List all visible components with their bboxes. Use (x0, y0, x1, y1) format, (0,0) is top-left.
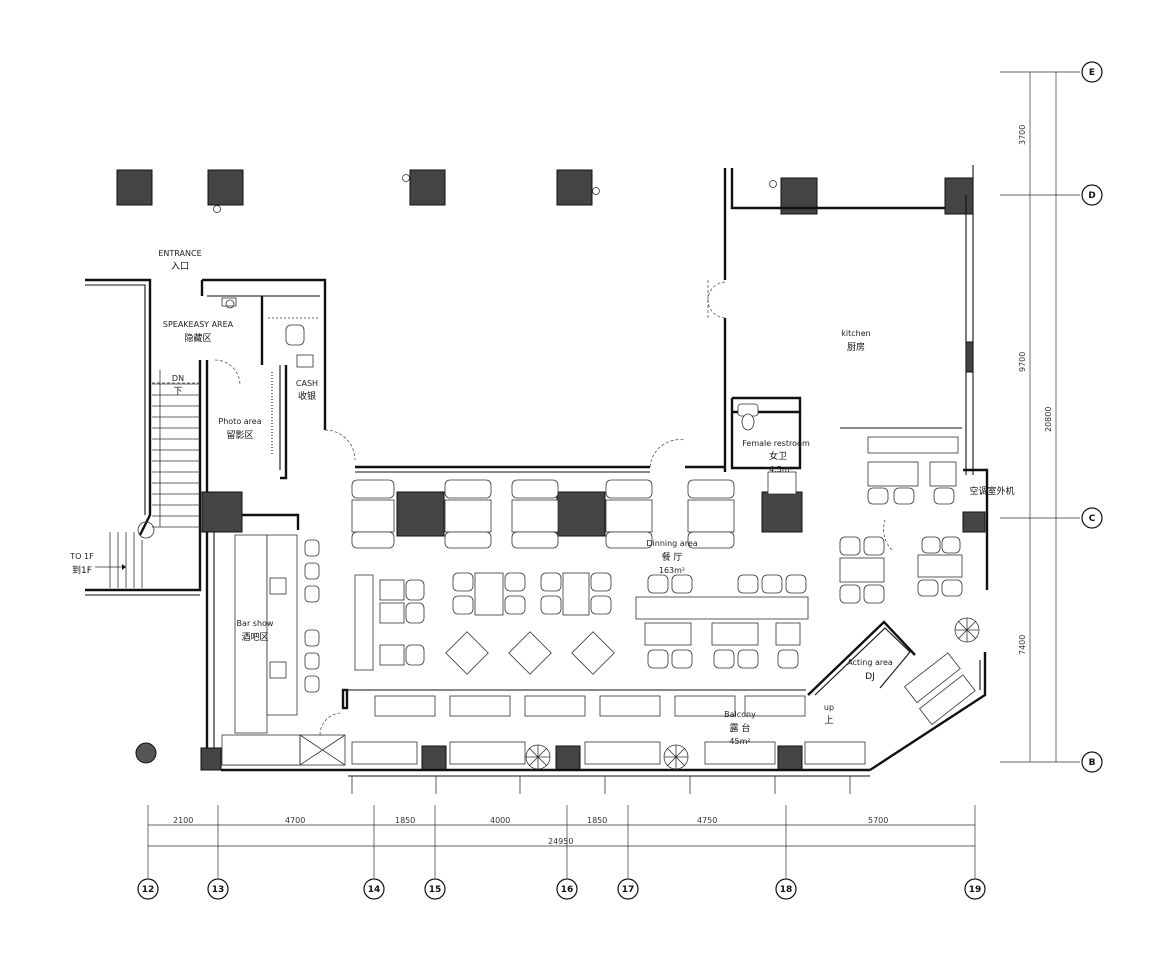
balcony-label-en: Balcony (724, 710, 756, 719)
stairs (95, 370, 200, 588)
axis-bubble-15: 15 (424, 878, 446, 900)
dim-1850a: 1850 (395, 816, 415, 825)
dim-4750: 4750 (697, 816, 717, 825)
dining-label-en: Dinning area (646, 539, 697, 548)
axis-bubble-17: 17 (617, 878, 639, 900)
outdoor-unit-label-cn: 空调室外机 (969, 485, 1014, 497)
dim-1850b: 1850 (587, 816, 607, 825)
dim-7400: 7400 (1018, 635, 1027, 655)
dim-total: 24950 (548, 837, 573, 846)
stairs-label-en: DN (172, 374, 184, 383)
dim-9700: 9700 (1018, 352, 1027, 372)
restroom-label-cn: 女卫 (769, 450, 787, 462)
walls (85, 165, 989, 777)
balcony-area: 45m² (729, 737, 750, 746)
dim-2100: 2100 (173, 816, 193, 825)
entrance-label-cn: 入口 (171, 261, 189, 272)
acting-label-en: Acting area (847, 658, 893, 667)
svg-text:19: 19 (969, 885, 982, 895)
speakeasy-label-en: SPEAKEASY AREA (163, 320, 234, 329)
axis-bubble-16: 16 (556, 878, 578, 900)
axis-bubble-C: C (1081, 507, 1103, 529)
plant-icon (525, 617, 980, 770)
up-label-cn: 上 (824, 715, 833, 726)
svg-text:13: 13 (212, 885, 225, 895)
axis-bubble-13: 13 (207, 878, 229, 900)
dim-4000: 4000 (490, 816, 510, 825)
svg-text:14: 14 (368, 885, 381, 895)
photo-label-en: Photo area (218, 417, 261, 426)
svg-text:12: 12 (142, 885, 155, 895)
restroom-area: 4.5m² (769, 465, 793, 474)
axis-bubble-19: 19 (964, 878, 986, 900)
speakeasy-label-cn: 隐藏区 (184, 332, 211, 344)
dim-4700: 4700 (285, 816, 305, 825)
photo-label-cn: 留影区 (226, 429, 253, 441)
room-labels: ENTRANCE 入口 SPEAKEASY AREA 隐藏区 CASH 收银 P… (69, 249, 1014, 746)
axis-bubble-B: B (1081, 751, 1103, 773)
bar-label-en: Bar show (237, 619, 274, 628)
dim-3700: 3700 (1018, 125, 1027, 145)
axis-bubble-E: E (1081, 61, 1103, 83)
right-dimensions: 3700 9700 7400 20800 (1018, 125, 1053, 655)
svg-text:D: D (1088, 191, 1095, 201)
to1f-label-en: TO 1F (69, 552, 94, 561)
kitchen-label-cn: 厨房 (847, 341, 865, 353)
svg-text:17: 17 (622, 885, 635, 895)
svg-text:16: 16 (561, 885, 574, 895)
balcony-furniture (341, 617, 980, 794)
svg-text:E: E (1089, 68, 1095, 78)
bottom-dimensions: 2100 4700 1850 4000 1850 4750 5700 24950 (173, 816, 888, 846)
dining-label-cn: 餐 厅 (662, 551, 683, 563)
svg-text:B: B (1089, 758, 1096, 768)
axis-bubble-12: 12 (137, 878, 159, 900)
axis-bubble-18: 18 (775, 878, 797, 900)
dim-5700: 5700 (868, 816, 888, 825)
grid-column-bubbles: 12 13 14 15 16 17 18 19 (137, 878, 986, 900)
cash-label-cn: 收银 (298, 390, 316, 402)
acting-label-cn: DJ (865, 672, 875, 682)
grid-axes (147, 71, 1080, 878)
dim-20800: 20800 (1044, 407, 1053, 432)
to1f-label-cn: 到1F (72, 564, 92, 576)
dining-area: 163m² (659, 566, 685, 575)
bar-label-cn: 酒吧区 (241, 632, 268, 643)
svg-text:C: C (1089, 514, 1096, 524)
axis-bubble-D: D (1081, 184, 1103, 206)
entrance-label-en: ENTRANCE (158, 249, 201, 258)
svg-text:15: 15 (429, 885, 442, 895)
kitchen-label-en: kitchen (841, 329, 870, 338)
stairs-label-cn: 下 (173, 387, 182, 397)
dining-furniture (351, 280, 963, 675)
cash-label-en: CASH (296, 379, 318, 388)
speakeasy-furniture (214, 297, 356, 461)
up-label-en: up (824, 703, 834, 712)
restroom-label-en: Female restroom (742, 439, 810, 448)
bar-counter (221, 534, 346, 766)
axis-bubble-14: 14 (363, 878, 385, 900)
balcony-label-cn: 露 台 (730, 722, 751, 734)
grid-row-bubbles: E D C B (1081, 61, 1103, 773)
svg-text:18: 18 (780, 885, 793, 895)
